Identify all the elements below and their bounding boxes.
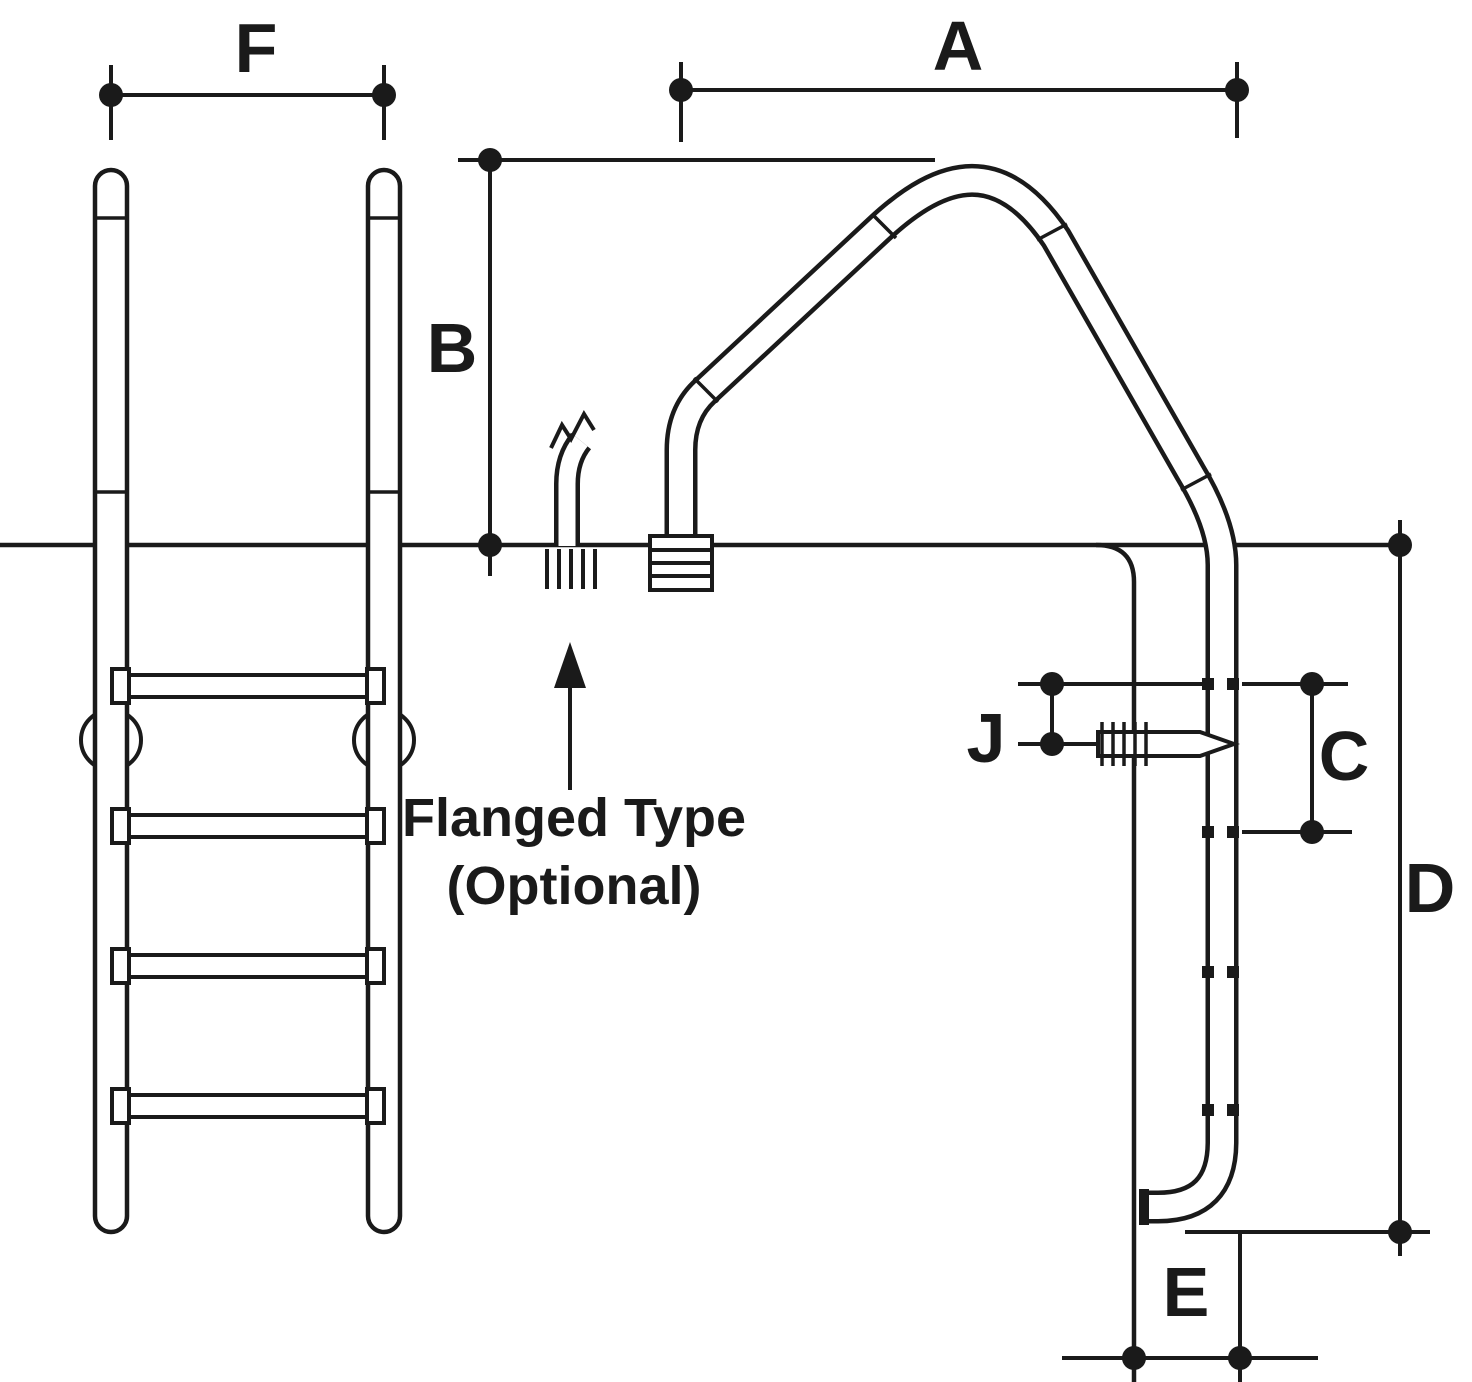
dimension-endpoint-dot: [372, 83, 396, 107]
dimension-endpoint-dot: [1300, 672, 1324, 696]
dimension-B: B: [427, 148, 935, 576]
step-tread-profile: [1096, 730, 1241, 758]
step-mount-marker: [1202, 1104, 1214, 1116]
dimension-endpoint-dot: [1225, 78, 1249, 102]
up-arrow-head: [554, 642, 586, 688]
rung-end-bracket: [365, 1087, 386, 1125]
rung-end-bracket: [365, 667, 386, 705]
step-mount-marker: [1227, 966, 1239, 978]
dimension-endpoint-dot: [478, 148, 502, 172]
dimension-label-E: E: [1163, 1253, 1210, 1331]
ladder-rung: [110, 807, 386, 845]
rung-tube: [125, 1093, 370, 1119]
flanged-note-line1: Flanged Type: [402, 788, 746, 848]
dimension-E: E: [1062, 1232, 1318, 1382]
dimension-endpoint-dot: [1228, 1346, 1252, 1370]
dimension-label-A: A: [933, 7, 984, 85]
pool-wall-line: [1095, 542, 1137, 1382]
dimension-label-J: J: [967, 699, 1006, 777]
rung-end-bracket: [110, 807, 131, 845]
dimension-A: A: [669, 7, 1249, 142]
flanged-anchor-detail: [545, 409, 597, 589]
rail-end-bracket: [1139, 1189, 1149, 1225]
dimension-endpoint-dot: [1388, 1220, 1412, 1244]
flanged-note: Flanged Type (Optional): [402, 642, 746, 916]
dimension-label-F: F: [235, 9, 278, 87]
ladder-rung: [110, 667, 386, 705]
deck-anchor-socket: [648, 534, 714, 592]
step-mount-marker: [1202, 966, 1214, 978]
dimension-endpoint-dot: [1388, 533, 1412, 557]
dimension-label-C: C: [1319, 717, 1370, 795]
rung-end-bracket: [110, 1087, 131, 1125]
flanged-note-line2: (Optional): [447, 856, 702, 916]
dimension-F: F: [99, 9, 396, 140]
dimension-label-D: D: [1405, 849, 1456, 927]
tube-joint-mark: [692, 376, 720, 404]
dimension-endpoint-dot: [1122, 1346, 1146, 1370]
handrail-tube-fill: [669, 168, 1234, 1219]
dimension-endpoint-dot: [1040, 672, 1064, 696]
dimension-label-B: B: [427, 309, 478, 387]
step-mount-marker: [1202, 678, 1214, 690]
dimension-D: D: [1185, 520, 1455, 1256]
dimension-endpoint-dot: [669, 78, 693, 102]
dimension-endpoint-dot: [1300, 820, 1324, 844]
ladder-rung: [110, 1087, 386, 1125]
dimension-J: J: [967, 672, 1348, 777]
side-view-step: [1096, 722, 1241, 766]
rung-end-bracket: [365, 807, 386, 845]
dimension-C: C: [1242, 672, 1369, 844]
rung-tube: [125, 813, 370, 839]
step-mount-marker: [1227, 678, 1239, 690]
step-mount-marker: [1227, 1104, 1239, 1116]
rung-end-bracket: [110, 947, 131, 985]
step-mount-marker: [1227, 826, 1239, 838]
tube-joint-mark: [1036, 222, 1068, 242]
tube-break-line: [549, 409, 596, 449]
tube-joint-mark: [870, 212, 898, 240]
dimension-endpoint-dot: [1040, 732, 1064, 756]
rung-end-bracket: [110, 667, 131, 705]
step-mount-marker: [1202, 826, 1214, 838]
front-view: [79, 167, 416, 1235]
rung-tube: [125, 673, 370, 699]
tube-joint-mark: [1180, 472, 1212, 492]
step-mount-markers: [1202, 678, 1239, 1116]
ladder-rung: [110, 947, 386, 985]
dimension-endpoint-dot: [99, 83, 123, 107]
flanged-tube-fill: [558, 435, 588, 546]
side-view-handrail: [664, 163, 1239, 1225]
rung-end-bracket: [365, 947, 386, 985]
rung-tube: [125, 953, 370, 979]
